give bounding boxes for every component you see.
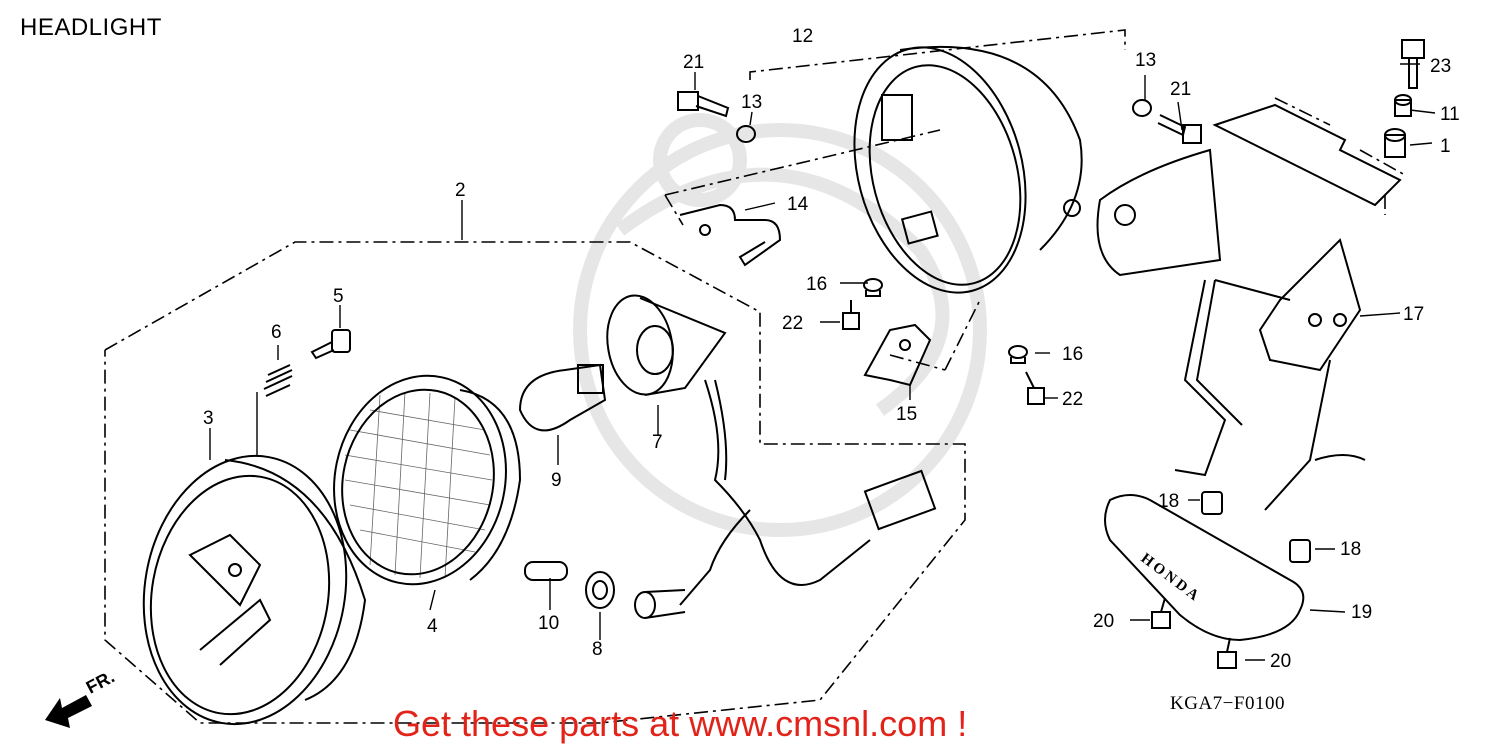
part-label: 20 xyxy=(1093,611,1114,632)
headlight-lens xyxy=(333,374,522,586)
part-label: 5 xyxy=(333,286,344,307)
wiring-harness xyxy=(679,379,937,606)
part-label: 4 xyxy=(427,616,438,637)
part-label: 15 xyxy=(896,404,917,425)
part-label: 18 xyxy=(1340,539,1361,560)
position-socket xyxy=(585,571,686,619)
watermark-logo xyxy=(573,113,987,537)
leader-lines xyxy=(664,29,1406,371)
promo-link-text[interactable]: Get these parts at www.cmsnl.com ! xyxy=(393,703,968,744)
diagram-title: HEADLIGHT xyxy=(20,14,162,41)
part-leaders xyxy=(209,63,1436,661)
part-label: 7 xyxy=(652,432,663,453)
part-labels: 1 2 3 4 5 6 7 8 9 10 11 12 13 13 14 15 1… xyxy=(203,26,1460,672)
part-label: 14 xyxy=(787,194,809,215)
assembly-outline-2 xyxy=(104,241,966,724)
part-label: 16 xyxy=(1062,344,1083,365)
part-label: 12 xyxy=(792,26,813,47)
part-label: 8 xyxy=(592,639,603,660)
part-label: 22 xyxy=(782,313,803,334)
part-label: 21 xyxy=(683,52,704,73)
part-label: 23 xyxy=(1430,56,1451,77)
mounting-bracket-15 xyxy=(863,323,932,387)
part-label: 13 xyxy=(1135,50,1156,71)
headlight-case xyxy=(853,46,1083,294)
part-label: 3 xyxy=(203,408,214,429)
bolt-21-left xyxy=(677,91,730,118)
part-label: 22 xyxy=(1062,389,1083,410)
part-label: 13 xyxy=(741,92,762,113)
bolt-22-upper xyxy=(842,300,860,330)
part-label: 21 xyxy=(1170,79,1191,100)
part-label: 19 xyxy=(1351,602,1372,623)
part-label: 16 xyxy=(806,274,827,295)
front-direction-arrow xyxy=(45,695,92,728)
part-label: 17 xyxy=(1403,304,1424,325)
part-label: 20 xyxy=(1270,651,1291,672)
headlight-rim xyxy=(142,454,367,726)
grommet-16-upper xyxy=(863,278,883,297)
adjusting-spring xyxy=(263,364,293,397)
emblem-text: HONDA xyxy=(1138,550,1204,605)
collar-13-right xyxy=(1132,99,1152,117)
part-label: 18 xyxy=(1158,491,1179,512)
headlight-stay xyxy=(1096,103,1402,511)
bolt-20-left xyxy=(1151,597,1171,629)
nut-18-lower xyxy=(1289,539,1311,563)
part-label: 6 xyxy=(271,322,282,343)
collar-13-left xyxy=(736,125,756,143)
bolt-20-right xyxy=(1217,637,1237,669)
bolt-21-right xyxy=(1157,114,1202,144)
part-label: 11 xyxy=(1440,104,1460,125)
mounting-bracket-14 xyxy=(679,203,782,267)
bolt-22-lower xyxy=(1025,371,1045,405)
position-bulb xyxy=(524,561,568,581)
part-label: 9 xyxy=(551,470,562,491)
diagram-code: KGA7−F0100 xyxy=(1170,693,1285,714)
grommet-16-lower xyxy=(1008,345,1028,364)
part-label: 2 xyxy=(455,180,466,201)
front-emblem-cover xyxy=(1104,494,1305,642)
nut-18-upper xyxy=(1201,491,1223,515)
socket-cover xyxy=(606,294,727,396)
part-label: 10 xyxy=(538,613,559,634)
collar-11 xyxy=(1394,94,1412,117)
adjusting-screw xyxy=(310,329,351,360)
headlight-bulb xyxy=(518,363,607,432)
bolt-23 xyxy=(1401,39,1425,89)
rubber-1 xyxy=(1384,128,1406,158)
part-label: 1 xyxy=(1440,136,1451,157)
